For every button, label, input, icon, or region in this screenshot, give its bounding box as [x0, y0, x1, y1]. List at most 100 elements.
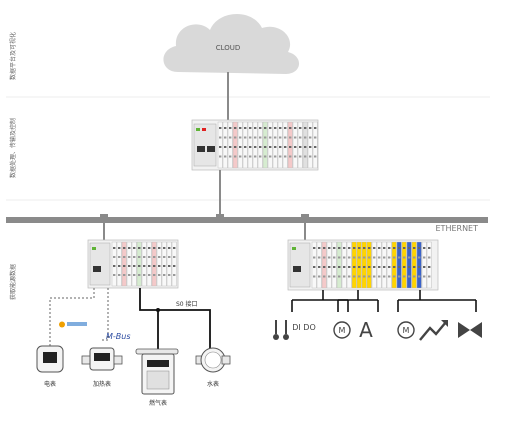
- logo-wordmark: [67, 322, 87, 326]
- top-controller-cpu: [193, 123, 217, 167]
- side-label-middle: 数据处理、传输及控制: [9, 118, 17, 178]
- terminal-contact: [383, 266, 386, 268]
- terminal-contact: [229, 146, 232, 148]
- terminal-contact: [254, 146, 257, 148]
- terminal-module: [166, 241, 172, 287]
- terminal-contact: [423, 275, 426, 278]
- terminal-contact: [348, 266, 351, 268]
- terminal-contact: [388, 247, 391, 249]
- terminal-contact: [368, 266, 371, 268]
- gas-meter-label: 燃气表: [149, 399, 167, 407]
- terminal-module: [232, 121, 238, 169]
- terminal-contact: [323, 275, 326, 278]
- terminal-contact: [353, 256, 356, 259]
- terminal-contact: [229, 136, 232, 139]
- terminal-contact: [343, 275, 346, 278]
- terminal-module: [252, 121, 258, 169]
- trend-arrow-icon: [419, 320, 448, 341]
- terminal-contact: [314, 136, 317, 139]
- heat-meter-display: [94, 353, 110, 361]
- terminal-module: [156, 241, 162, 287]
- terminal-contact: [224, 127, 227, 129]
- terminal-contact: [398, 266, 401, 268]
- terminal-contact: [328, 247, 331, 249]
- terminal-module: [126, 241, 132, 287]
- terminal-module: [376, 241, 382, 289]
- terminal-contact: [118, 256, 121, 258]
- terminal-module: [406, 241, 412, 289]
- terminal-contact: [333, 266, 336, 268]
- terminal-contact: [224, 155, 227, 158]
- terminal-contact: [249, 155, 252, 158]
- terminal-module: [312, 121, 318, 169]
- terminal-contact: [348, 247, 351, 249]
- thermometer-bulb: [273, 334, 279, 340]
- terminal-contact: [158, 256, 161, 258]
- terminal-contact: [148, 265, 151, 267]
- terminal-contact: [143, 256, 146, 258]
- terminal-contact: [123, 274, 126, 276]
- terminal-contact: [168, 274, 171, 276]
- terminal-contact: [279, 155, 282, 158]
- terminal-module: [426, 241, 432, 289]
- ethernet-bus: [6, 217, 488, 223]
- gas-meter-panel: [146, 370, 170, 390]
- terminal-contact: [138, 265, 141, 267]
- terminal-contact: [428, 275, 431, 278]
- logo-sun-icon: [59, 321, 65, 328]
- terminal-contact: [333, 256, 336, 259]
- terminal-contact: [373, 256, 376, 259]
- motor-icon: M: [397, 321, 415, 339]
- terminal-contact: [118, 265, 121, 267]
- io-wiring: [291, 290, 477, 312]
- terminal-contact: [264, 127, 267, 129]
- terminal-contact: [328, 266, 331, 268]
- terminal-contact: [413, 275, 416, 278]
- gas-meter-display: [147, 360, 169, 367]
- terminal-contact: [118, 274, 121, 276]
- terminal-module: [161, 241, 167, 287]
- terminal-contact: [118, 247, 121, 249]
- terminal-contact: [289, 155, 292, 158]
- terminal-contact: [383, 247, 386, 249]
- terminal-module: [341, 241, 347, 289]
- terminal-module: [366, 241, 372, 289]
- terminal-contact: [128, 247, 131, 249]
- terminal-contact: [249, 146, 252, 148]
- terminal-module: [131, 241, 137, 287]
- terminal-module: [272, 121, 278, 169]
- motor-symbol: M: [339, 326, 346, 335]
- motor-icon: M: [333, 321, 351, 339]
- terminal-module: [282, 121, 288, 169]
- terminal-contact: [138, 247, 141, 249]
- left-controller-cpu: [89, 242, 111, 286]
- terminal-contact: [318, 256, 321, 259]
- terminal-module: [411, 241, 417, 289]
- terminal-contact: [173, 274, 176, 276]
- terminal-contact: [279, 146, 282, 148]
- terminal-contact: [423, 247, 426, 249]
- terminal-contact: [138, 256, 141, 258]
- terminal-module: [242, 121, 248, 169]
- terminal-module: [217, 121, 223, 169]
- terminal-contact: [128, 274, 131, 276]
- terminal-module: [401, 241, 407, 289]
- terminal-contact: [163, 256, 166, 258]
- terminal-contact: [348, 275, 351, 278]
- status-led-green: [92, 247, 96, 250]
- terminal-module: [141, 241, 147, 287]
- terminal-contact: [133, 274, 136, 276]
- terminal-contact: [413, 256, 416, 259]
- terminal-contact: [418, 266, 421, 268]
- left-controller: [87, 239, 179, 289]
- terminal-contact: [264, 155, 267, 158]
- terminal-contact: [314, 127, 317, 129]
- terminal-contact: [363, 275, 366, 278]
- terminal-module: [121, 241, 127, 287]
- terminal-contact: [343, 256, 346, 259]
- terminal-contact: [259, 155, 262, 158]
- terminal-contact: [309, 155, 312, 158]
- terminal-contact: [133, 256, 136, 258]
- water-meter-pipe-right: [221, 355, 231, 365]
- terminal-contact: [393, 275, 396, 278]
